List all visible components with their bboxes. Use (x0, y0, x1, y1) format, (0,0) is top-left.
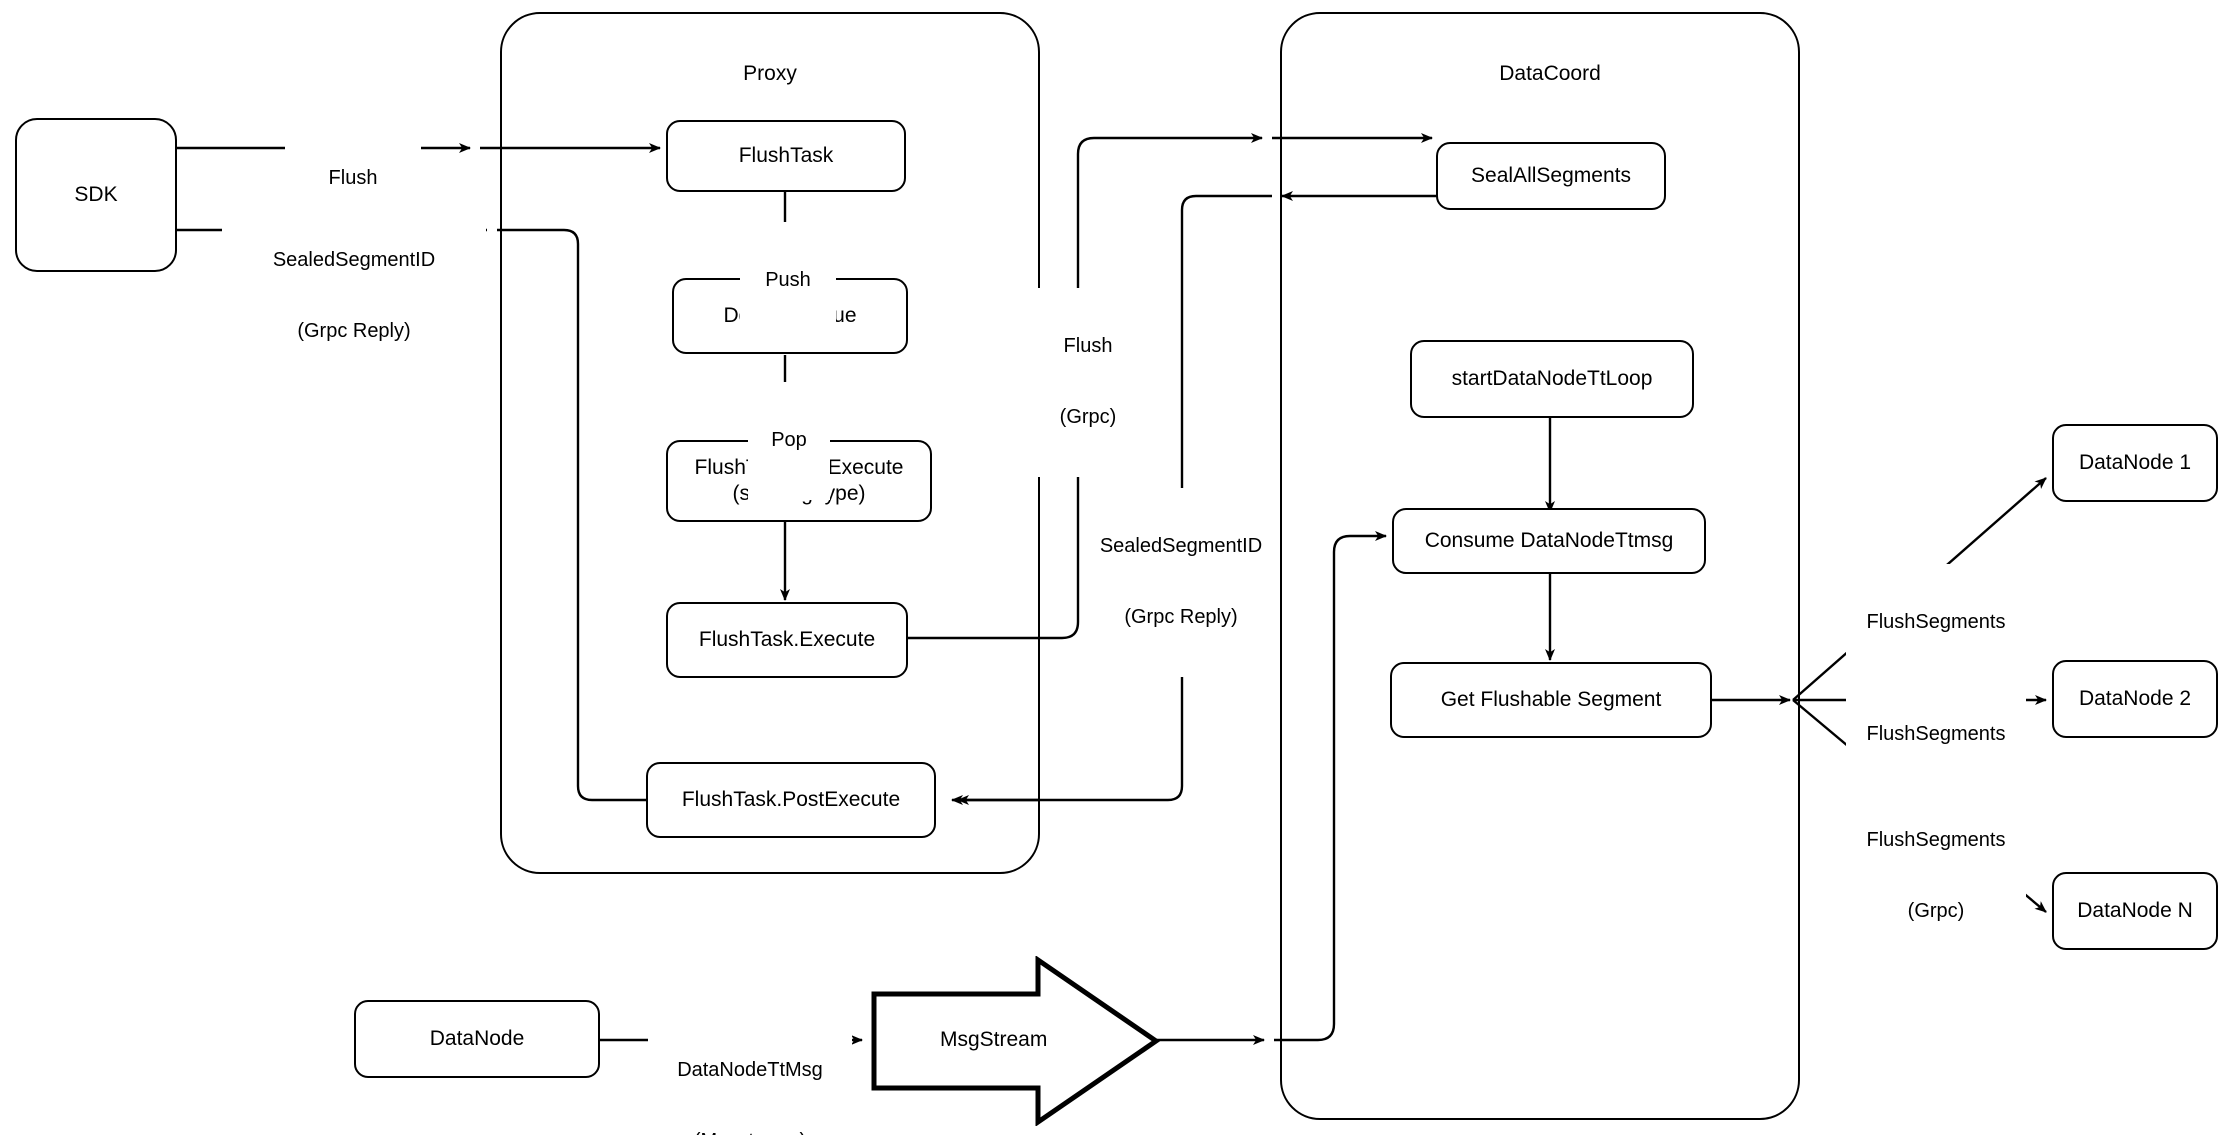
node-flush-task[interactable]: FlushTask (666, 120, 906, 192)
fs1-line1: FlushSegments (1866, 611, 2006, 634)
edge-label-pop: Pop (748, 382, 830, 500)
node-consume-datanode-ttmsg[interactable]: Consume DataNodeTtmsg (1392, 508, 1706, 574)
sealed-mid-line2: (Grpc Reply) (1124, 605, 1238, 628)
ttmsg-line1: DataNodeTtMsg (677, 1059, 823, 1082)
node-flushtask-execute[interactable]: FlushTask.Execute (666, 602, 908, 678)
node-msgstream-label: MsgStream (940, 1028, 1048, 1051)
node-flushtask-postexecute[interactable]: FlushTask.PostExecute (646, 762, 936, 838)
ttmsg-line2: (Msgstream) (651, 1130, 849, 1135)
flush-mid-line1: Flush (1063, 335, 1113, 358)
flush-mid-line2: (Grpc) (1059, 405, 1117, 428)
node-seal-all-segments[interactable]: SealAllSegments (1436, 142, 1666, 210)
node-start-datanode-tt-loop[interactable]: startDataNodeTtLoop (1410, 340, 1694, 418)
container-datacoord-title: DataCoord (1499, 62, 1601, 85)
fsn-line1: FlushSegments (1866, 829, 2006, 852)
node-datanode-2[interactable]: DataNode 2 (2052, 660, 2218, 738)
edge-label-flush-grpc-mid: Flush (Grpc) (1030, 288, 1146, 477)
container-proxy-title: Proxy (743, 62, 797, 85)
flush-grpc-line1: Flush (328, 167, 378, 190)
fsn-line2: (Grpc) (1907, 899, 1965, 922)
push-line1: Push (765, 269, 811, 292)
sealed-mid-line1: SealedSegmentID (1099, 535, 1263, 558)
node-msgstream-shape[interactable] (870, 956, 1160, 1126)
edge-label-flush-segments-n: FlushSegments (Grpc) (1846, 782, 2026, 971)
node-sdk[interactable]: SDK (15, 118, 177, 272)
edge-label-datanode-ttmsg: DataNodeTtMsg (Msgstream) (648, 1012, 852, 1135)
edge-label-push: Push (740, 222, 836, 340)
node-datanode-n[interactable]: DataNode N (2052, 872, 2218, 950)
sealed-sdk-line2: (Grpc Reply) (297, 319, 411, 342)
node-datanode-1[interactable]: DataNode 1 (2052, 424, 2218, 502)
node-datanode-source[interactable]: DataNode (354, 1000, 600, 1078)
edge-label-sealed-segment-id-sdk: SealedSegmentID (Grpc Reply) (222, 202, 486, 391)
fs2-line1: FlushSegments (1866, 723, 2006, 746)
pop-line1: Pop (771, 429, 807, 452)
node-get-flushable-segment[interactable]: Get Flushable Segment (1390, 662, 1712, 738)
sealed-sdk-line1: SealedSegmentID (272, 249, 436, 272)
edge-label-sealed-segment-id-mid: SealedSegmentID (Grpc Reply) (1086, 488, 1276, 677)
